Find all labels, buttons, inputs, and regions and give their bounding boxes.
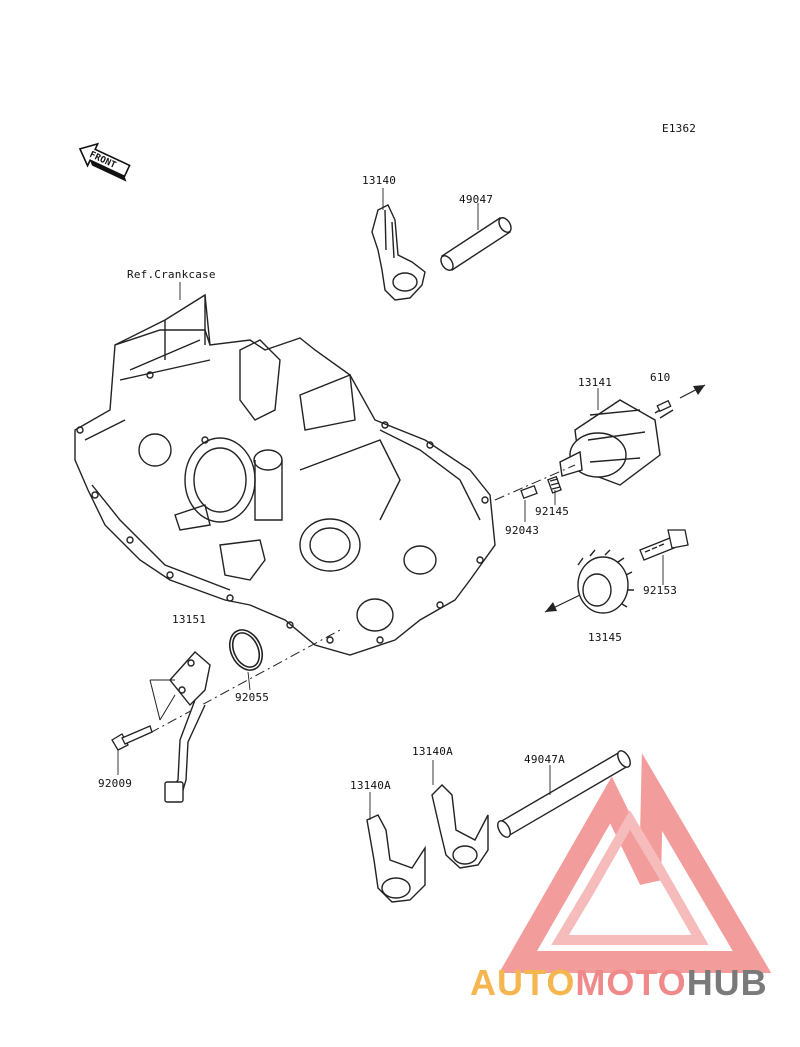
label-49047A: 49047A	[524, 753, 565, 766]
label-49047: 49047	[459, 193, 494, 206]
shift-fork-13140	[371, 204, 426, 301]
label-13141: 13141	[578, 376, 613, 389]
shaft-49047	[440, 217, 512, 271]
shaft-49047A	[497, 750, 631, 838]
watermark-moto: MOTO	[575, 962, 687, 1003]
label-92145: 92145	[535, 505, 570, 518]
label-13140A-left: 13140A	[350, 779, 391, 792]
label-13140: 13140	[362, 174, 397, 187]
ref-crankcase-label: Ref.Crankcase	[127, 268, 216, 281]
label-13151: 13151	[172, 613, 207, 626]
label-610: 610	[650, 371, 671, 384]
shift-fork-13140A-right	[431, 784, 489, 869]
cam-13145	[577, 549, 634, 614]
label-13145: 13145	[588, 631, 623, 644]
o-ring-92055	[228, 629, 264, 671]
label-92043: 92043	[505, 524, 540, 537]
watermark-logo	[499, 753, 772, 973]
label-92009: 92009	[98, 777, 133, 790]
bolt-92009	[111, 725, 153, 751]
shift-fork-13140A-left	[366, 814, 426, 903]
pin-610	[656, 399, 672, 413]
pin-92145	[547, 475, 562, 494]
pin-92043	[520, 485, 538, 499]
crankcase-drawing	[74, 293, 496, 656]
shift-drum-13141	[559, 399, 674, 486]
label-92153: 92153	[643, 584, 678, 597]
diagram-code: E1362	[662, 122, 697, 135]
switch-13151	[164, 651, 211, 803]
watermark-text: AUTOMOTOHUB	[470, 962, 768, 1004]
bolt-92153	[639, 529, 689, 561]
label-92055: 92055	[235, 691, 270, 704]
watermark-auto: AUTO	[470, 962, 576, 1003]
watermark-hub: HUB	[686, 962, 768, 1003]
label-13140A-right: 13140A	[412, 745, 453, 758]
leader-lines	[117, 188, 664, 820]
front-arrow-icon	[78, 142, 131, 182]
